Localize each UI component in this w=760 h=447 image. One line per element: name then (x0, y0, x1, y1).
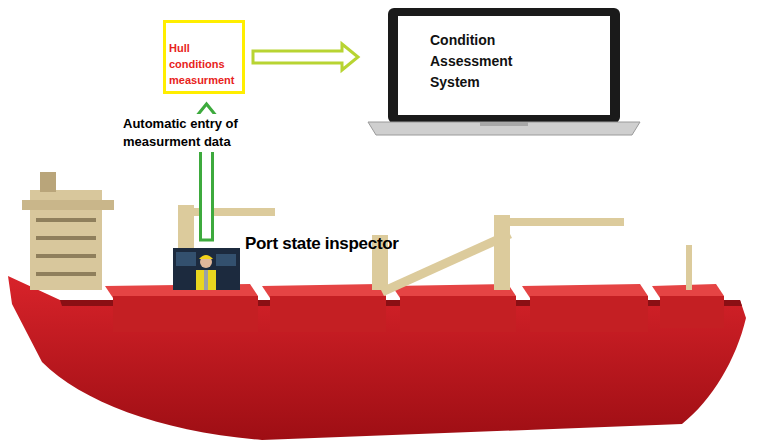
cranes (178, 205, 692, 296)
ship-hull (8, 276, 746, 440)
node-text: Condition Assessment System (430, 30, 540, 93)
inspector-photo (173, 248, 240, 290)
superstructure (22, 172, 114, 290)
inspector-photo-box: Port state inspector (173, 248, 240, 290)
measurement-box: Hull conditions measurment (163, 20, 245, 94)
node-text: Port state inspector (245, 234, 399, 254)
laptop-illustration (368, 8, 640, 135)
node-text: Hull conditions measurment (169, 40, 240, 88)
arrow-label: Automatic entry of measurment data (120, 114, 306, 152)
laptop-screen: Condition Assessment System (368, 10, 640, 136)
hatch-covers (105, 284, 724, 332)
outline-arrow (253, 44, 358, 70)
